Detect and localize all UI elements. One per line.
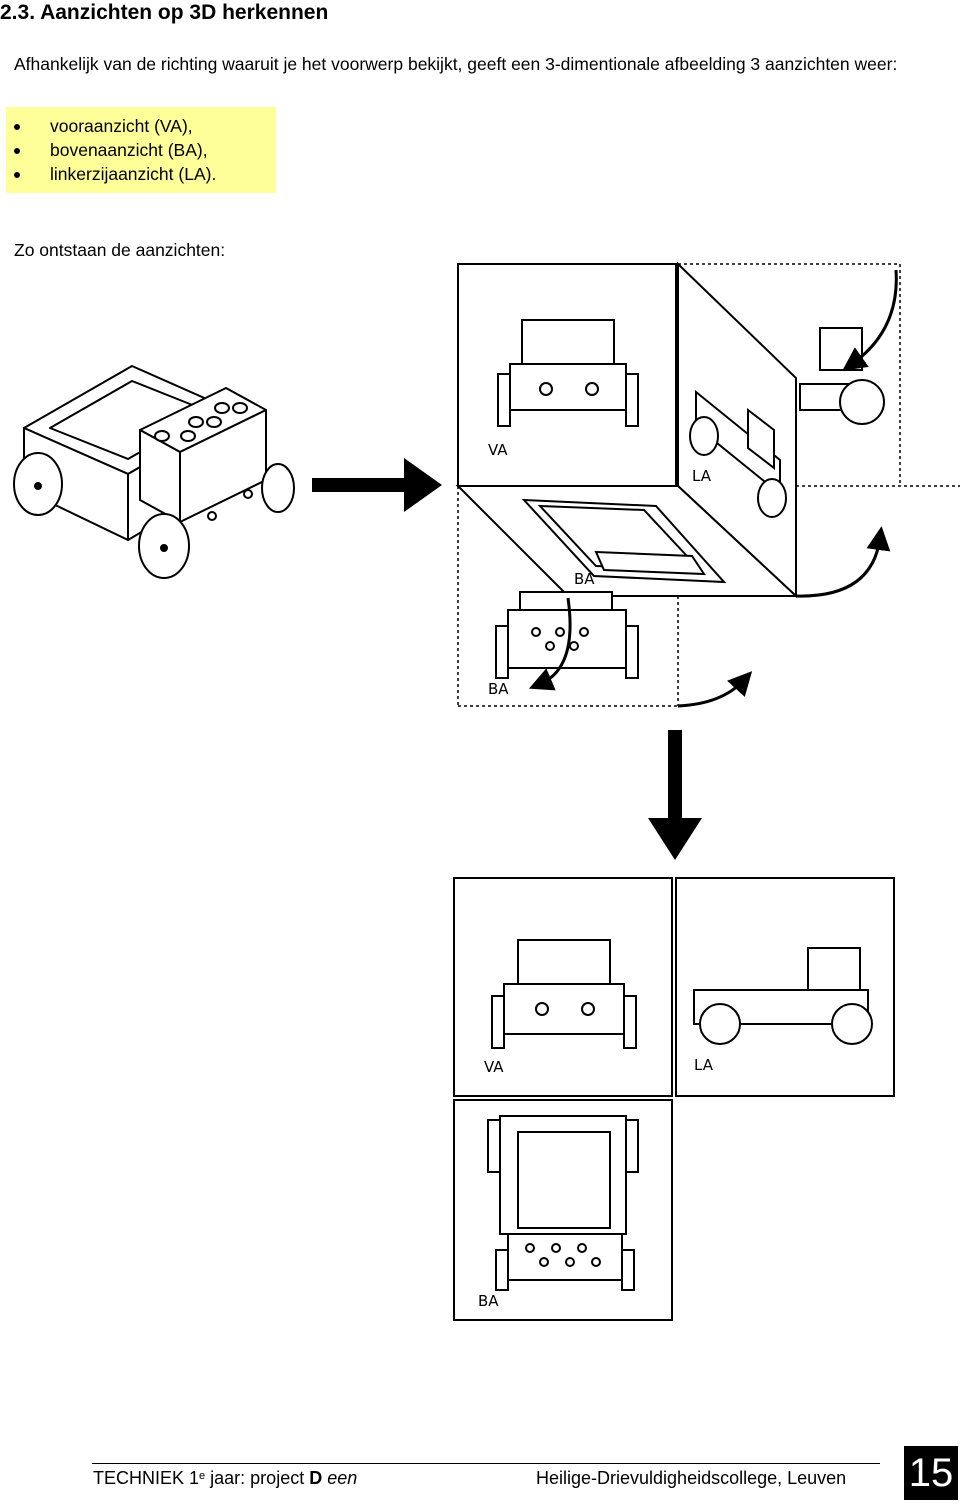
cart-hole <box>188 416 204 428</box>
final-label-la: LA <box>694 1056 714 1074</box>
final-va-wheel-left <box>491 995 505 1049</box>
final-ba-wheel <box>625 1119 639 1173</box>
final-la-wheel <box>699 1003 741 1045</box>
unfolded-ba-hole <box>555 627 565 637</box>
curved-arrow-icon <box>677 671 753 708</box>
final-label-ba: BA <box>478 1292 499 1310</box>
list-item-ba: bovenaanzicht (BA), <box>0 138 216 162</box>
cart-axle <box>34 482 42 490</box>
va-bolt <box>539 382 553 396</box>
curved-arrow-icon <box>842 269 898 371</box>
label-va: VA <box>488 441 508 459</box>
cart-bolt <box>243 489 253 499</box>
page-number: 15 <box>904 1446 958 1500</box>
va-bolt <box>585 382 599 396</box>
arrow-right-icon <box>312 458 442 512</box>
final-ba-block <box>507 1233 623 1281</box>
footer-project-letter: D <box>309 1468 323 1488</box>
label-la: LA <box>692 467 712 485</box>
list-item-va: vooraanzicht (VA), <box>0 114 216 138</box>
projection-ba-panel <box>455 485 799 597</box>
unfolded-ba-hole <box>569 641 579 651</box>
unfolded-ba-hole <box>531 627 541 637</box>
label-ba: BA <box>574 570 595 588</box>
unfolded-ba-wheel <box>495 625 509 679</box>
cart-axle <box>160 544 168 552</box>
unfolded-ba-hole <box>545 641 555 651</box>
final-va-view <box>453 877 673 1097</box>
va-wheel-right <box>625 373 639 427</box>
cart-bolt <box>207 511 217 521</box>
final-la-view <box>675 877 895 1097</box>
footer-course: TECHNIEK 1e jaar: project D een <box>93 1466 357 1490</box>
label-ba-unfolded: BA <box>488 680 509 698</box>
isometric-cart <box>13 365 295 579</box>
final-ba-wheel <box>487 1119 501 1173</box>
final-ba-wheel <box>621 1249 635 1291</box>
footer-course-name: TECHNIEK 1 <box>93 1468 200 1488</box>
final-va-bolt <box>581 1002 595 1016</box>
va-wheel-left <box>497 373 511 427</box>
subheading: Zo ontstaan de aanzichten: <box>14 240 226 260</box>
footer-superscript: e <box>199 1470 206 1482</box>
cart-hole <box>154 430 170 442</box>
list-item-la: linkerzijaanzicht (LA). <box>0 162 216 186</box>
unfolded-ba-cabin <box>519 591 613 611</box>
final-la-wheel <box>831 1003 873 1045</box>
cart-hole <box>180 430 196 442</box>
footer-project-word: een <box>327 1468 358 1488</box>
cart-hole <box>232 402 248 414</box>
unfolded-la-cabin <box>819 327 863 371</box>
ba-front <box>594 550 706 576</box>
cart-hole <box>206 416 222 428</box>
intro-paragraph: Afhankelijk van de richting waaruit je h… <box>14 54 898 74</box>
va-body <box>509 363 627 411</box>
final-va-wheel-right <box>623 995 637 1049</box>
fold-lines <box>457 263 960 707</box>
la-wheel <box>689 416 719 456</box>
views-list: vooraanzicht (VA), bovenaanzicht (BA), l… <box>0 114 216 186</box>
views-highlight <box>6 107 276 193</box>
final-va-cabin <box>517 939 611 987</box>
final-ba-hole <box>539 1257 549 1267</box>
final-ba-hole <box>551 1243 561 1253</box>
rotation-arrows <box>528 269 898 708</box>
footer-divider <box>92 1463 880 1464</box>
final-ba-hole <box>525 1243 535 1253</box>
final-ba-hole <box>565 1257 575 1267</box>
final-la-cabin <box>807 947 861 993</box>
unfolded-la-wheel <box>839 379 885 425</box>
footer-course-mid: jaar: project <box>205 1468 310 1488</box>
footer-school: Heilige-Drievuldigheidscollege, Leuven <box>536 1468 847 1488</box>
final-va-bolt <box>535 1002 549 1016</box>
unfolded-ba-hole <box>579 627 589 637</box>
final-ba-hole <box>577 1243 587 1253</box>
final-ba-inner <box>517 1131 611 1229</box>
final-ba-hole <box>591 1257 601 1267</box>
final-ba-wheel <box>495 1249 509 1291</box>
cart-hole <box>214 402 230 414</box>
la-cabin <box>747 407 775 471</box>
cart-wheel <box>261 463 295 513</box>
unfolded-ba-body <box>507 609 627 669</box>
curved-arrow-icon <box>528 597 572 691</box>
section-heading: 2.3. Aanzichten op 3D herkennen <box>0 1 329 24</box>
la-wheel <box>757 478 787 518</box>
final-label-va: VA <box>484 1058 504 1076</box>
final-ba-view <box>453 1099 673 1321</box>
unfolded-ba <box>495 591 639 679</box>
arrow-down-icon <box>648 730 702 860</box>
curved-arrow-icon <box>795 526 891 598</box>
unfolded-la <box>799 327 885 425</box>
unfolded-ba-wheel <box>625 625 639 679</box>
final-va-body <box>503 983 625 1035</box>
